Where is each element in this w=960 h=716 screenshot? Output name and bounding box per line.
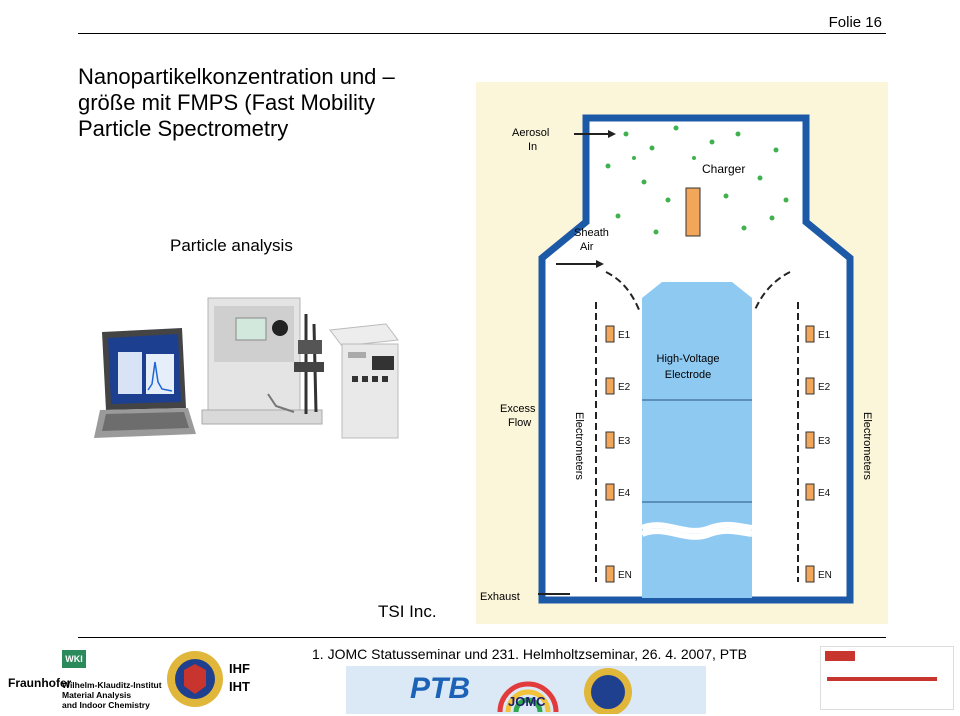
ring-label-left-3: E3 — [618, 436, 631, 447]
excess-flow-line-2: Flow — [508, 417, 531, 429]
brand-bar — [825, 651, 855, 661]
sheath-air-line-1: Sheath — [574, 227, 609, 239]
seal-logo-2 — [584, 668, 632, 714]
electrode-label-line-1: High-Voltage — [657, 353, 720, 365]
charger-label: Charger — [702, 162, 745, 176]
charger-element — [685, 187, 701, 237]
instrument-photo — [80, 244, 410, 454]
jomc-logo-graphic — [497, 681, 559, 713]
header-rule — [78, 33, 886, 34]
university-seal-logo — [166, 648, 224, 710]
fraunhofer-logo-text: Fraunhofer — [8, 676, 72, 690]
wki-institute-text: Wilhelm-Klauditz-Institut Material Analy… — [62, 680, 162, 710]
ring-label-left-4: E4 — [618, 488, 631, 499]
ring-label-left-1: E1 — [618, 330, 631, 341]
jomc-logo-text: JOMC — [508, 694, 546, 709]
ring-label-right-n: EN — [818, 570, 832, 581]
tsi-credit: TSI Inc. — [378, 602, 437, 621]
instrument-photo-drawing — [94, 297, 399, 439]
fraunhofer-wki-logo: WKI — [8, 650, 158, 712]
wki-text-line-2: Material Analysis — [62, 690, 132, 700]
footer-text: 1. JOMC Statusseminar und 231. Helmholtz… — [312, 646, 747, 662]
ring-label-right-2: E2 — [818, 382, 831, 393]
ring-label-right-4: E4 — [818, 488, 831, 499]
iht-label: IHT — [229, 679, 250, 694]
ring-label-right-3: E3 — [818, 436, 831, 447]
brand-line — [827, 677, 937, 681]
title-line-1: Nanopartikelkonzentration und – — [78, 64, 395, 89]
footer-rule — [78, 637, 886, 638]
title-line-2: größe mit FMPS (Fast Mobility — [78, 90, 376, 115]
ihf-label: IHF — [229, 661, 250, 676]
ptb-logo: PTB — [410, 672, 470, 705]
electrometers-label-right: Electrometers — [861, 412, 873, 480]
particles — [605, 125, 789, 235]
high-voltage-electrode — [642, 298, 752, 598]
stadt-der-wissenschaft-logo — [820, 646, 954, 710]
wki-text-line-1: Wilhelm-Klauditz-Institut — [62, 680, 162, 690]
title-line-3: Particle Spectrometry — [78, 116, 289, 141]
ring-label-right-1: E1 — [818, 330, 831, 341]
fmps-schematic: Charger Aerosol In Sheath Air Excess Flo… — [476, 82, 888, 624]
ring-label-left-n: EN — [618, 570, 632, 581]
wki-text-line-3: and Indoor Chemistry — [62, 700, 150, 710]
exhaust-label: Exhaust — [480, 591, 520, 603]
electrometer-box-image — [329, 323, 399, 439]
partner-logos-strip: PTB JOMC — [346, 666, 706, 714]
wki-badge: WKI — [62, 650, 86, 668]
aerosol-in-line-1: Aerosol — [512, 127, 549, 139]
excess-flow-line-1: Excess — [500, 403, 536, 415]
fmps-unit-image — [201, 297, 324, 425]
slide-title: Nanopartikelkonzentration und – größe mi… — [78, 64, 498, 142]
slide-number: Folie 16 — [828, 14, 882, 31]
sheath-air-line-2: Air — [580, 241, 594, 253]
electrode-label-line-2: Electrode — [665, 369, 711, 381]
ring-label-left-2: E2 — [618, 382, 631, 393]
electrometers-label-left: Electrometers — [573, 412, 585, 480]
particle-analysis-label: Particle analysis — [170, 236, 293, 255]
ihf-iht-logo: IHF IHT — [229, 660, 250, 696]
laptop-image — [94, 328, 196, 438]
fmps-schematic-drawing: Charger Aerosol In Sheath Air Excess Flo… — [480, 114, 873, 604]
aerosol-in-line-2: In — [528, 141, 537, 153]
